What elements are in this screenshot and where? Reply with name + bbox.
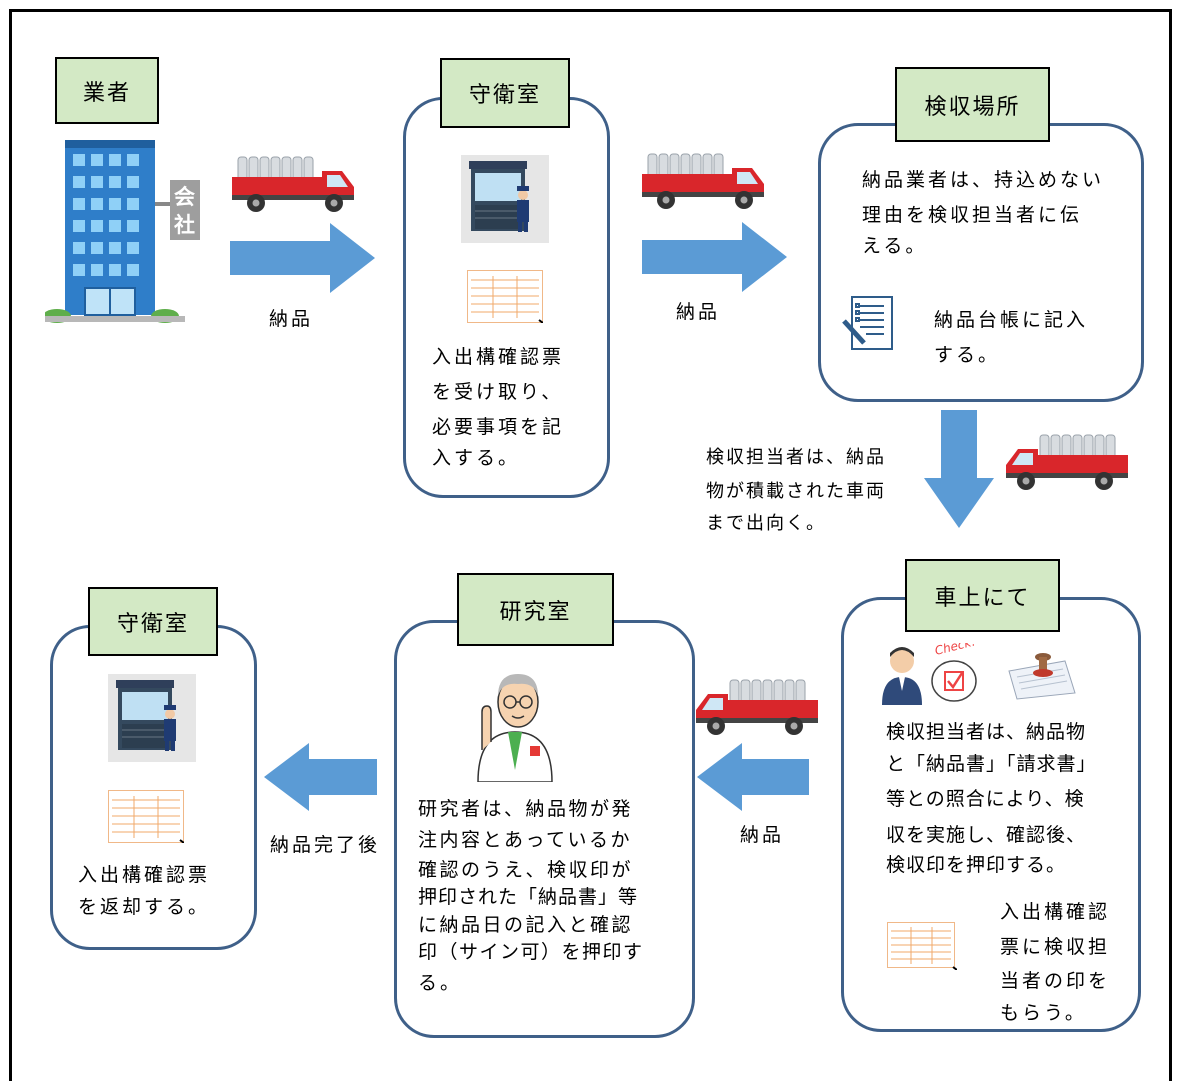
on-vehicle-label: 車上にて — [905, 559, 1060, 632]
slip-line-1: 入出構確認 — [1000, 901, 1111, 923]
arrow-2-label: 納品 — [676, 301, 721, 323]
arrow-3-label: 納品 — [740, 824, 785, 846]
delivery-truck-icon — [232, 156, 354, 212]
delivery-truck-icon — [696, 679, 818, 735]
lab-line-2: 注内容とあっているか — [418, 829, 633, 851]
ledger-line-2: する。 — [934, 344, 1001, 366]
check-text: Check! — [933, 643, 977, 658]
delivery-truck-icon — [642, 153, 764, 209]
slip-line-3: 当者の印を — [1000, 970, 1111, 992]
arrow-1-label: 納品 — [269, 308, 314, 330]
vendor-label: 業者 — [55, 57, 159, 124]
on-vehicle-line-2: と「納品書」「請求書」 — [886, 753, 1097, 775]
slip-line-4: もらう。 — [1000, 1002, 1087, 1024]
inspection-line-1: 納品業者は、持込めない — [862, 169, 1105, 191]
guard-2-line-2: を返却する。 — [78, 896, 211, 918]
inspection-place-label: 検収場所 — [895, 67, 1050, 142]
company-building-icon — [45, 140, 200, 323]
inspector-check-icon: Check! — [882, 643, 977, 705]
guard-1-line-3: 必要事項を記 — [432, 416, 565, 438]
guard-booth-icon — [461, 155, 549, 243]
inspection-place-box — [818, 123, 1144, 402]
down-note-line-3: まで出向く。 — [706, 513, 826, 534]
arrow-right-1 — [230, 223, 375, 293]
ledger-form-icon — [842, 296, 893, 350]
entry-slip-icon — [108, 790, 184, 843]
guard-room-label-2: 守衛室 — [88, 587, 218, 656]
on-vehicle-line-4: 収を実施し、確認後、 — [886, 824, 1087, 846]
lab-line-4: 押印された「納品書」等 — [418, 886, 639, 908]
on-vehicle-line-5: 検収印を押印する。 — [886, 854, 1067, 876]
guard-1-line-2: を受け取り、 — [432, 381, 564, 403]
down-note-line-1: 検収担当者は、納品 — [706, 447, 886, 468]
company-sign: 会社 — [174, 185, 198, 237]
entry-slip-icon — [467, 270, 543, 323]
guard-1-line-1: 入出構確認票 — [432, 346, 565, 368]
arrow-down — [924, 410, 994, 528]
guard-1-line-4: 入する。 — [432, 447, 521, 469]
guard-room-label-1: 守衛室 — [440, 58, 570, 128]
stamp-icon — [1008, 653, 1076, 700]
arrow-left-1 — [697, 743, 809, 811]
lab-line-5: に納品日の記入と確認 — [418, 914, 634, 936]
lab-line-3: 確認のうえ、検収印が — [418, 859, 634, 881]
ledger-line-1: 納品台帳に記入 — [934, 309, 1089, 331]
delivery-truck-icon — [1006, 434, 1128, 490]
guard-booth-icon — [108, 674, 196, 762]
arrow-4-label: 納品完了後 — [270, 834, 381, 856]
guard-2-line-1: 入出構確認票 — [78, 864, 211, 886]
down-note-line-2: 物が積載された車両 — [706, 481, 886, 502]
arrow-left-2 — [264, 743, 377, 811]
lab-label: 研究室 — [457, 573, 614, 646]
inspection-line-3: える。 — [862, 235, 928, 257]
entry-slip-icon — [887, 922, 957, 970]
lab-box — [394, 620, 695, 1038]
lab-line-1: 研究者は、納品物が発 — [418, 798, 634, 820]
on-vehicle-line-1: 検収担当者は、納品物 — [886, 721, 1087, 743]
slip-line-2: 票に検収担 — [1000, 936, 1111, 958]
arrow-right-2 — [642, 222, 787, 292]
researcher-icon — [477, 674, 553, 782]
inspection-line-2: 理由を検収担当者に伝 — [862, 204, 1083, 226]
lab-line-6: 印（サイン可）を押印す — [418, 941, 644, 963]
on-vehicle-line-3: 等との照合により、検 — [886, 788, 1085, 810]
diagram-frame — [9, 9, 1172, 1081]
lab-line-7: る。 — [418, 972, 463, 994]
